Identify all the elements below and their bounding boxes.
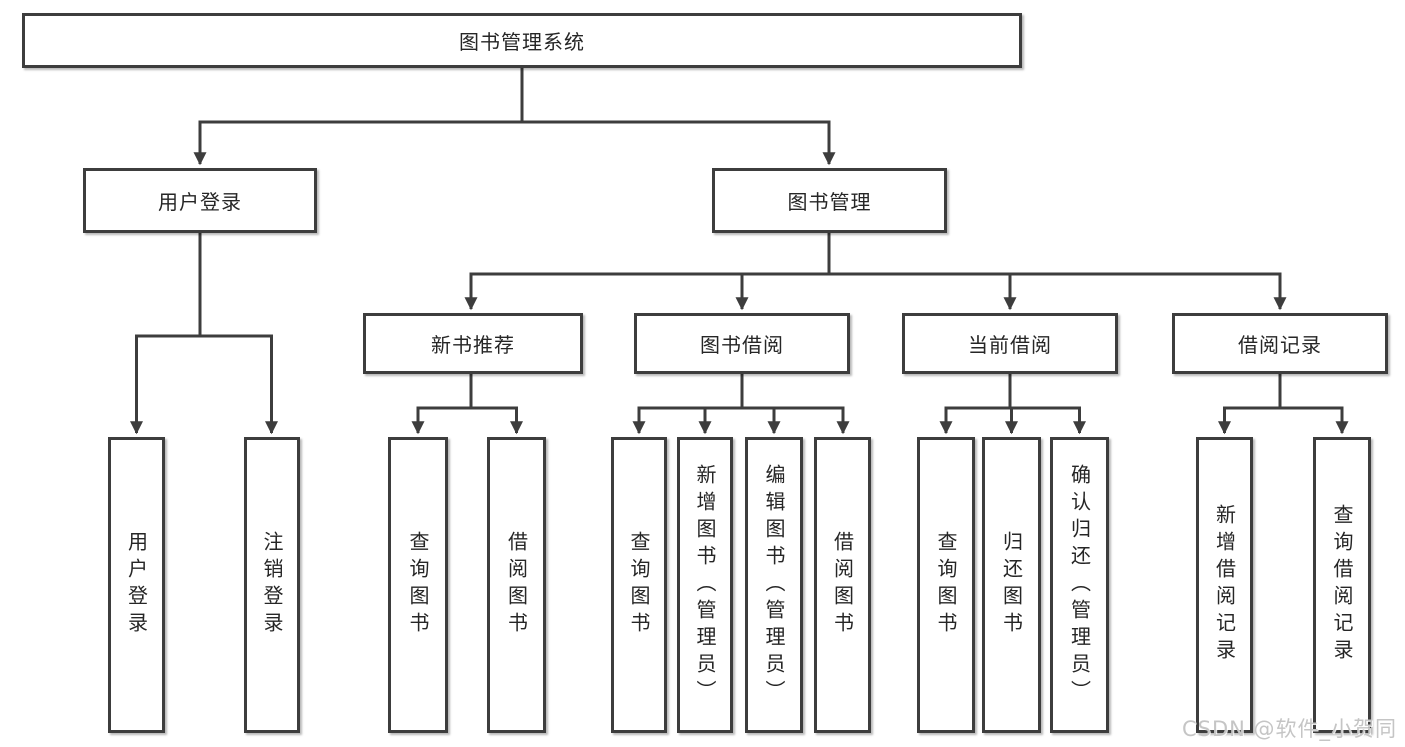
leaf-query-books-1: 查询图书 xyxy=(388,437,448,733)
leaf-query-books-3: 查询图书 xyxy=(917,437,975,733)
leaf-add-book-admin: 新增图书（管理员） xyxy=(677,437,733,733)
leaf-borrow-books-2: 借阅图书 xyxy=(814,437,871,733)
newbooks-to-leaves-trunk xyxy=(416,374,518,410)
leaf-edit-book-admin: 编辑图书（管理员） xyxy=(745,437,803,733)
leaf-borrow-books-1: 借阅图书 xyxy=(487,437,546,733)
node-user-login-branch: 用户登录 xyxy=(83,168,317,233)
current-to-leaves-trunk xyxy=(944,374,1081,410)
node-book-borrow: 图书借阅 xyxy=(634,313,850,374)
node-book-mgmt-branch: 图书管理 xyxy=(712,168,947,233)
leaf-return-book: 归还图书 xyxy=(982,437,1041,733)
node-current-borrow: 当前借阅 xyxy=(902,313,1118,374)
bookmgmt-to-level3-trunk xyxy=(469,233,1282,276)
leaf-confirm-return-admin: 确认归还（管理员） xyxy=(1050,437,1109,733)
node-borrow-records: 借阅记录 xyxy=(1172,313,1388,374)
records-to-leaves-trunk xyxy=(1223,374,1344,410)
leaf-query-borrow-record: 查询借阅记录 xyxy=(1313,437,1371,733)
leaf-logout: 注销登录 xyxy=(244,437,300,733)
leaf-user-login: 用户登录 xyxy=(108,437,165,733)
root-to-level2-trunk xyxy=(198,68,831,124)
csdn-watermark: CSDN @软件_小贺同学 xyxy=(1182,717,1398,741)
userlogin-to-leaves-trunk xyxy=(135,233,273,338)
node-root-title: 图书管理系统 xyxy=(22,13,1022,68)
leaf-query-books-2: 查询图书 xyxy=(611,437,667,733)
leaf-add-borrow-record: 新增借阅记录 xyxy=(1196,437,1253,733)
node-new-books: 新书推荐 xyxy=(363,313,583,374)
borrow-to-leaves-trunk xyxy=(637,374,845,410)
